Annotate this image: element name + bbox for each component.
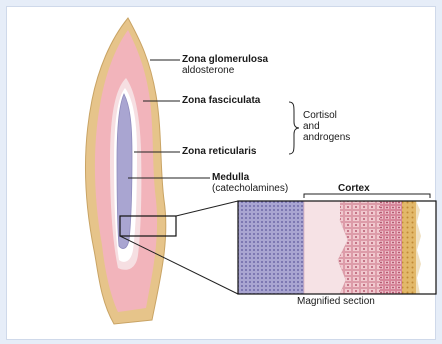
label-cortisol: Cortisol bbox=[303, 110, 337, 121]
mag-glomerulosa bbox=[380, 201, 402, 294]
label-zona-glomerulosa: Zona glomerulosa bbox=[182, 54, 268, 65]
brace bbox=[289, 102, 299, 154]
label-magnified-section: Magnified section bbox=[297, 296, 375, 307]
label-androgens: androgens bbox=[303, 132, 350, 143]
cortex-bracket bbox=[304, 194, 430, 198]
label-cortex: Cortex bbox=[338, 183, 370, 194]
label-zona-reticularis: Zona reticularis bbox=[182, 146, 256, 157]
label-and: and bbox=[303, 121, 320, 132]
label-medulla: Medulla bbox=[212, 172, 249, 183]
label-aldosterone: aldosterone bbox=[182, 65, 234, 76]
label-catecholamines: (catecholamines) bbox=[212, 183, 288, 194]
mag-medulla bbox=[238, 201, 304, 294]
mag-capsule bbox=[402, 201, 416, 294]
magnified-section bbox=[238, 201, 436, 294]
medulla-region bbox=[117, 94, 132, 248]
projection-line-top bbox=[176, 201, 238, 216]
label-zona-fasciculata: Zona fasciculata bbox=[182, 95, 260, 106]
